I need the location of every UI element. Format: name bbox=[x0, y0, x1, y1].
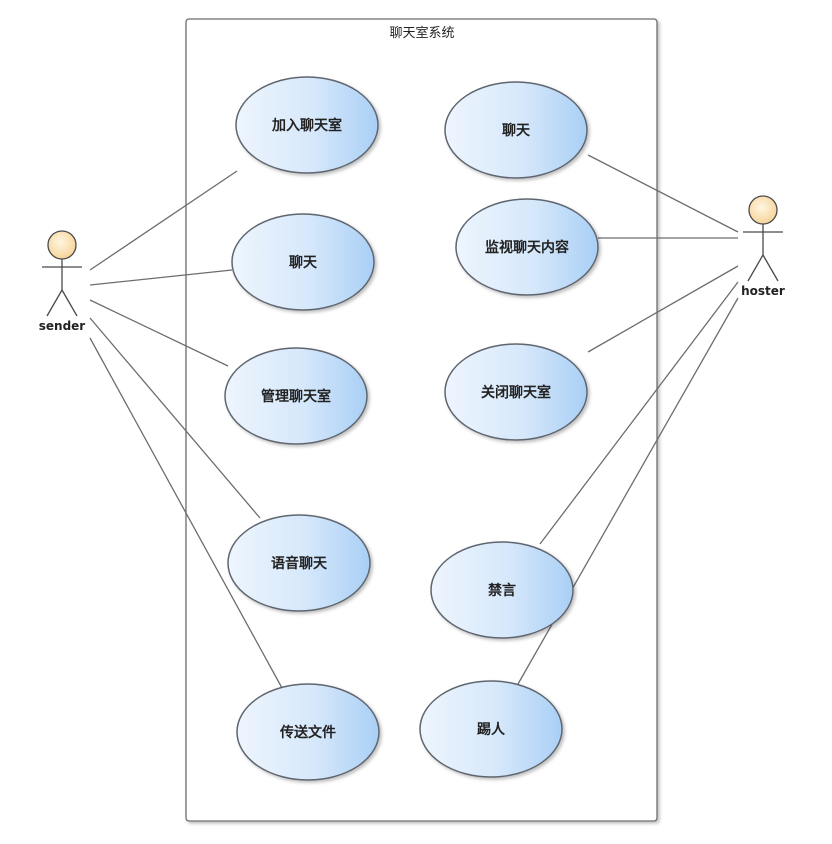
actor-label: sender bbox=[39, 319, 86, 333]
actor-right-leg-icon bbox=[762, 254, 779, 282]
use-case-ellipse[interactable] bbox=[224, 347, 368, 445]
use-case-label: 监视聊天内容 bbox=[485, 239, 569, 256]
use-case-label: 传送文件 bbox=[279, 724, 336, 741]
actor-head-icon bbox=[748, 195, 778, 225]
system-title: 聊天室系统 bbox=[389, 25, 454, 41]
use-case-ellipse[interactable] bbox=[227, 514, 371, 612]
use-case-voice-chat[interactable]: 语音聊天 bbox=[227, 514, 371, 612]
actor-head-icon bbox=[47, 230, 77, 260]
use-case-join-room[interactable]: 加入聊天室 bbox=[235, 76, 379, 174]
actor-hoster[interactable]: hoster bbox=[741, 195, 785, 298]
associations bbox=[89, 154, 739, 689]
use-case-ellipse[interactable] bbox=[235, 76, 379, 174]
assoc-sender-send-file[interactable] bbox=[89, 337, 283, 689]
assoc-sender-voice-chat[interactable] bbox=[89, 317, 261, 519]
use-case-label: 禁言 bbox=[488, 582, 516, 599]
use-case-label: 聊天 bbox=[502, 122, 531, 139]
actor-left-leg-icon bbox=[747, 254, 764, 282]
use-case-send-file[interactable]: 传送文件 bbox=[236, 683, 380, 781]
assoc-hoster-chat[interactable] bbox=[587, 154, 739, 233]
actor-right-leg-icon bbox=[61, 289, 78, 317]
use-case-monitor-chat[interactable]: 监视聊天内容 bbox=[455, 198, 599, 296]
use-case-chat-right[interactable]: 聊天 bbox=[444, 81, 588, 179]
assoc-sender-chat[interactable] bbox=[89, 269, 233, 286]
actor-label: hoster bbox=[741, 284, 785, 298]
use-case-label: 语音聊天 bbox=[271, 555, 328, 572]
assoc-sender-manage-room[interactable] bbox=[89, 299, 229, 367]
use-case-kick[interactable]: 踢人 bbox=[419, 680, 563, 778]
use-case-label: 聊天 bbox=[289, 254, 318, 271]
use-case-ellipse[interactable] bbox=[444, 343, 588, 441]
use-case-label: 踢人 bbox=[477, 721, 506, 738]
use-case-ellipse[interactable] bbox=[231, 213, 375, 311]
assoc-hoster-mute[interactable] bbox=[539, 281, 739, 545]
use-case-ellipse[interactable] bbox=[455, 198, 599, 296]
use-case-label: 加入聊天室 bbox=[271, 117, 342, 134]
use-case-ellipse[interactable] bbox=[236, 683, 380, 781]
assoc-sender-join-room[interactable] bbox=[89, 170, 238, 271]
assoc-hoster-close-room[interactable] bbox=[587, 265, 739, 353]
use-case-chat-left[interactable]: 聊天 bbox=[231, 213, 375, 311]
use-case-manage-room[interactable]: 管理聊天室 bbox=[224, 347, 368, 445]
use-case-ellipse[interactable] bbox=[430, 541, 574, 639]
use-case-ellipse[interactable] bbox=[419, 680, 563, 778]
use-case-label: 管理聊天室 bbox=[261, 388, 331, 405]
use-case-ellipse[interactable] bbox=[444, 81, 588, 179]
use-case-label: 关闭聊天室 bbox=[481, 384, 551, 401]
use-case-close-room[interactable]: 关闭聊天室 bbox=[444, 343, 588, 441]
actor-left-leg-icon bbox=[46, 289, 63, 317]
actor-sender[interactable]: sender bbox=[39, 230, 86, 333]
use-case-mute[interactable]: 禁言 bbox=[430, 541, 574, 639]
